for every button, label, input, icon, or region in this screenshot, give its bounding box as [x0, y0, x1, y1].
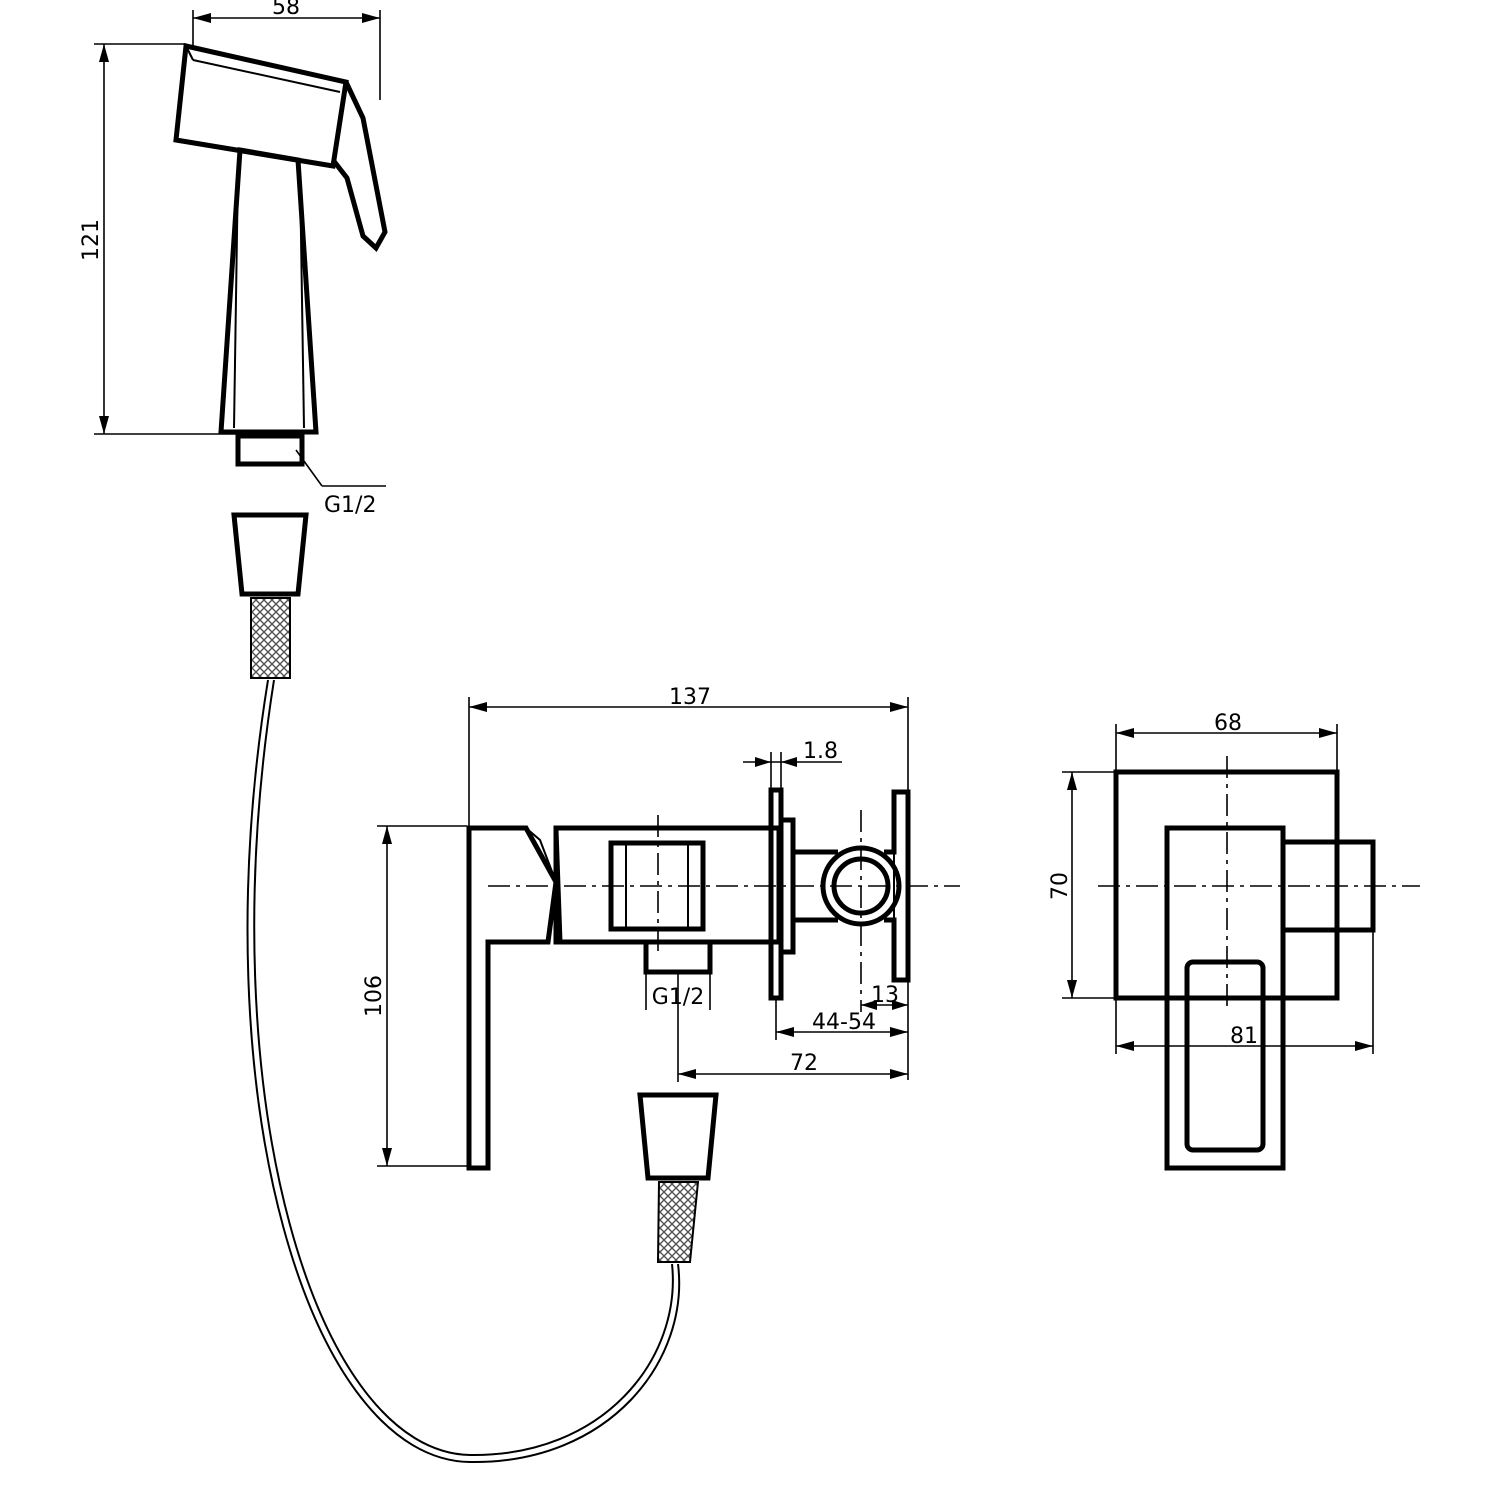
- dim-handset-width: 58: [192, 0, 381, 100]
- dim-label-106: 106: [362, 975, 387, 1017]
- lever-handle: [466, 825, 559, 1171]
- trigger-lever: [331, 80, 388, 252]
- dim-valve-length: 137: [468, 685, 909, 826]
- hose-cone-lower: [637, 1092, 719, 1181]
- dim-label-68: 68: [1214, 711, 1242, 736]
- hose-braid-lower: [656, 1181, 700, 1263]
- dim-label-44-54: 44-54: [812, 1010, 876, 1035]
- dim-label-58: 58: [272, 0, 300, 20]
- hose-cone-upper: [231, 512, 309, 597]
- dim-front-height: 70: [1048, 771, 1114, 999]
- dim-label-72: 72: [790, 1051, 818, 1076]
- lever-block: [1164, 825, 1286, 1171]
- handset-thread-callout: G1/2: [295, 449, 386, 518]
- shower-nut: [235, 433, 305, 467]
- dim-front-width: 68: [1115, 711, 1338, 770]
- dim-label-70: 70: [1048, 872, 1073, 900]
- dim-label-137: 137: [669, 685, 711, 710]
- hose-braid-upper: [250, 597, 291, 679]
- valve-front-view: [1113, 769, 1376, 1171]
- outlet-thread-callout: G1/2: [645, 972, 711, 1082]
- dim-valve-height: 106: [362, 825, 467, 1167]
- dim-label-13: 13: [871, 983, 899, 1008]
- shower-head: [173, 42, 349, 169]
- dim-flange-thickness: 1.8: [743, 739, 842, 790]
- dim-holder-offset: 13: [860, 980, 909, 1080]
- dim-label-121: 121: [79, 219, 104, 261]
- lever-slot: [1184, 959, 1266, 1153]
- dim-label-handset-thread: G1/2: [324, 493, 376, 518]
- dim-outlet-offset: 72: [678, 1051, 908, 1079]
- dim-handset-height: 121: [79, 43, 236, 435]
- dim-label-1-8: 1.8: [803, 739, 838, 764]
- dim-total-width: 81: [1115, 930, 1374, 1054]
- dim-label-outlet-thread: G1/2: [652, 985, 704, 1010]
- shower-grip: [218, 147, 319, 435]
- hand-shower: [173, 42, 388, 467]
- shower-hose: [231, 512, 719, 1464]
- outlet-nut: [643, 939, 713, 975]
- valve-side-view: [466, 787, 911, 1171]
- dim-wall-range: 44-54: [775, 998, 908, 1040]
- dim-label-81: 81: [1230, 1024, 1258, 1049]
